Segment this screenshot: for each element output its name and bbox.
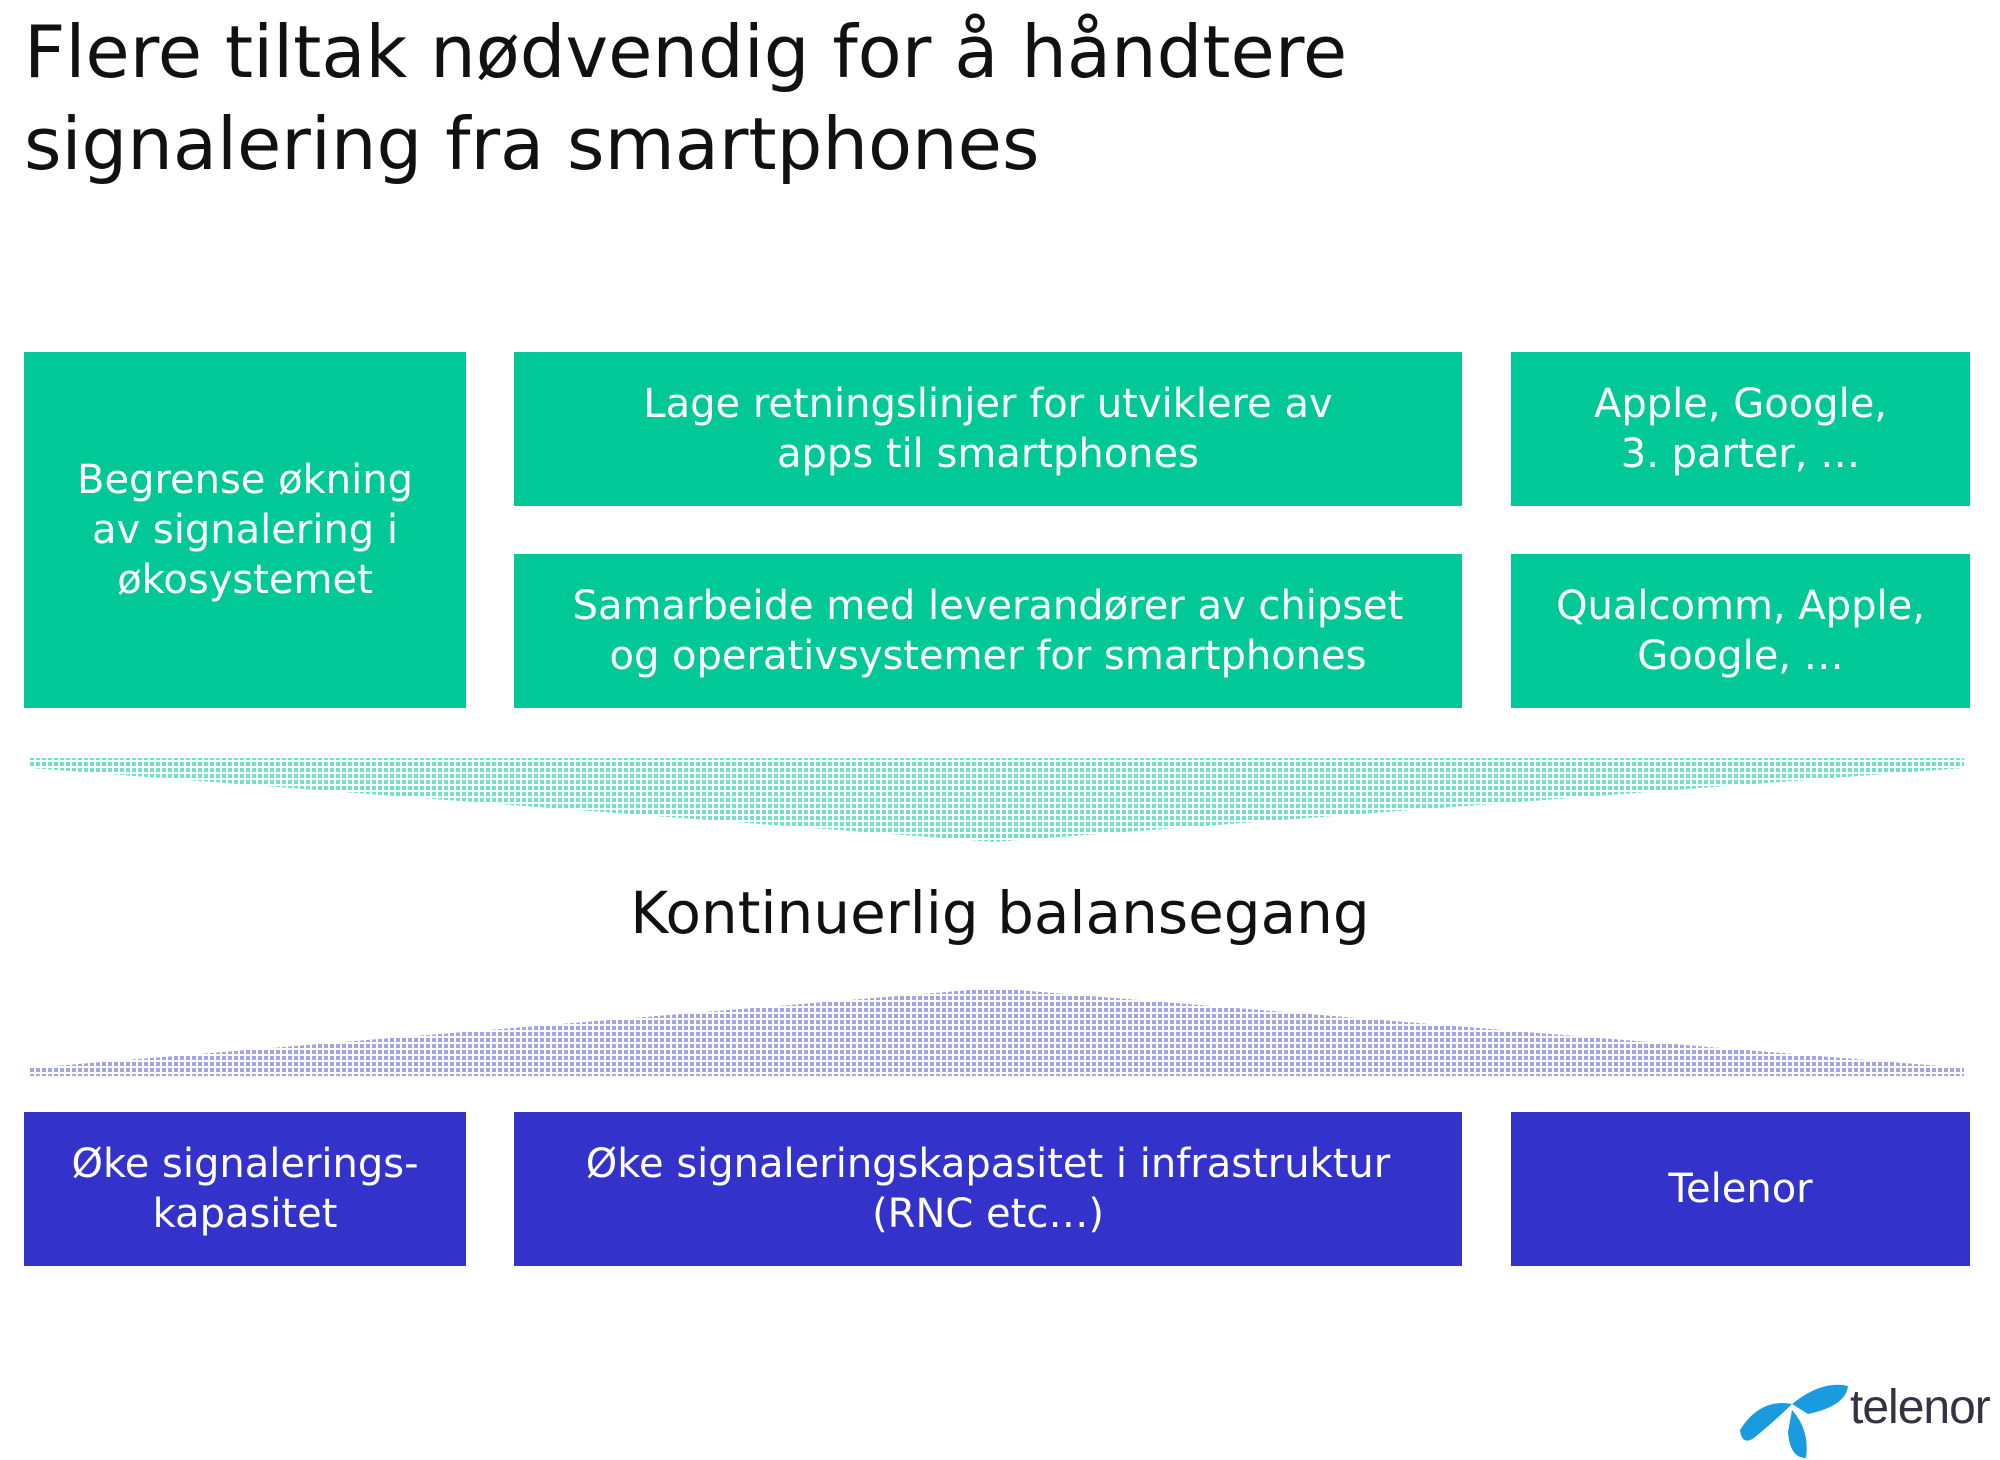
blue-converge-arrow — [30, 988, 1964, 1076]
green-box-middle-top-text: Lage retningslinjer for utviklere av app… — [643, 381, 1333, 477]
blue-box-left-text: Øke signalerings- kapasitet — [71, 1141, 419, 1237]
telenor-logo: telenor — [1730, 1360, 1991, 1460]
telenor-wordmark: telenor — [1850, 1381, 1991, 1434]
green-box-right-top-text: Apple, Google, 3. parter, … — [1593, 381, 1888, 477]
green-box-middle-bottom-text: Samarbeide med leverandører av chipset o… — [572, 583, 1404, 679]
green-box-middle-bottom: Samarbeide med leverandører av chipset o… — [514, 554, 1462, 708]
blue-box-right: Telenor — [1511, 1112, 1970, 1266]
green-box-right-top: Apple, Google, 3. parter, … — [1511, 352, 1970, 506]
blue-box-left: Øke signalerings- kapasitet — [24, 1112, 466, 1266]
telenor-propeller-icon — [1740, 1384, 1848, 1458]
green-box-middle-top: Lage retningslinjer for utviklere av app… — [514, 352, 1462, 506]
slide-title: Flere tiltak nødvendig for å håndtere si… — [24, 10, 1348, 186]
balance-label: Kontinuerlig balansegang — [630, 879, 1370, 947]
blue-box-right-text: Telenor — [1668, 1166, 1813, 1212]
green-converge-arrow — [30, 758, 1964, 842]
green-box-right-bottom-text: Qualcomm, Apple, Google, … — [1556, 583, 1925, 679]
green-box-left-text: Begrense økning av signalering i økosyst… — [77, 457, 413, 603]
green-box-right-bottom: Qualcomm, Apple, Google, … — [1511, 554, 1970, 708]
blue-box-middle: Øke signaleringskapasitet i infrastruktu… — [514, 1112, 1462, 1266]
green-box-left: Begrense økning av signalering i økosyst… — [24, 352, 466, 708]
blue-box-middle-text: Øke signaleringskapasitet i infrastruktu… — [585, 1141, 1391, 1237]
